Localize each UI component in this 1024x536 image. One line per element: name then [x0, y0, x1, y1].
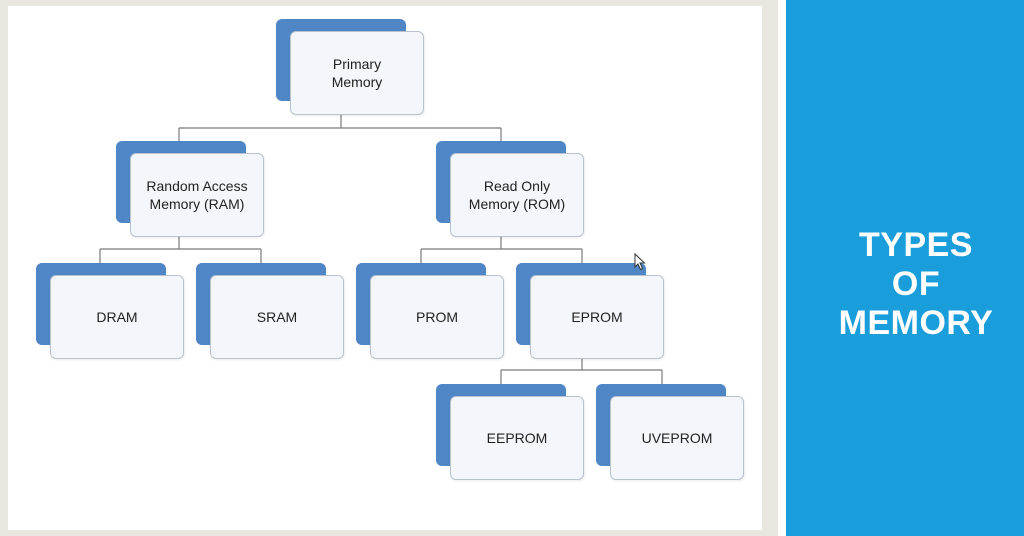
- node-prom: PROM: [356, 263, 504, 360]
- node-primary-memory: Primary Memory: [276, 19, 424, 116]
- node-eeprom: EEPROM: [436, 384, 584, 481]
- node-label-dram: DRAM: [96, 309, 138, 325]
- node-label-eprom: EPROM: [571, 309, 623, 325]
- panel-divider: [778, 0, 788, 536]
- side-panel: TYPES OF MEMORY: [786, 0, 1024, 536]
- node-sram: SRAM: [196, 263, 344, 360]
- panel-title-line: OF: [891, 265, 941, 303]
- panel-title: TYPES OF MEMORY: [786, 226, 1024, 343]
- node-label-prom: PROM: [416, 309, 458, 325]
- node-label-eeprom: EEPROM: [486, 430, 548, 446]
- node-label-primary-memory: Primary Memory: [331, 56, 383, 90]
- node-label-rom: Read Only Memory (ROM): [468, 178, 566, 212]
- node-dram: DRAM: [36, 263, 184, 360]
- node-label-sram: SRAM: [256, 309, 298, 325]
- mouse-pointer-icon: [634, 253, 646, 271]
- node-rom: Read Only Memory (ROM): [436, 141, 584, 238]
- node-eprom: EPROM: [516, 263, 664, 360]
- node-uveprom: UVEPROM: [596, 384, 744, 481]
- panel-title-line: TYPES: [859, 226, 973, 264]
- panel-title-line: MEMORY: [838, 304, 994, 342]
- node-ram: Random Access Memory (RAM): [116, 141, 264, 238]
- node-label-uveprom: UVEPROM: [641, 430, 713, 446]
- node-label-ram: Random Access Memory (RAM): [146, 178, 248, 212]
